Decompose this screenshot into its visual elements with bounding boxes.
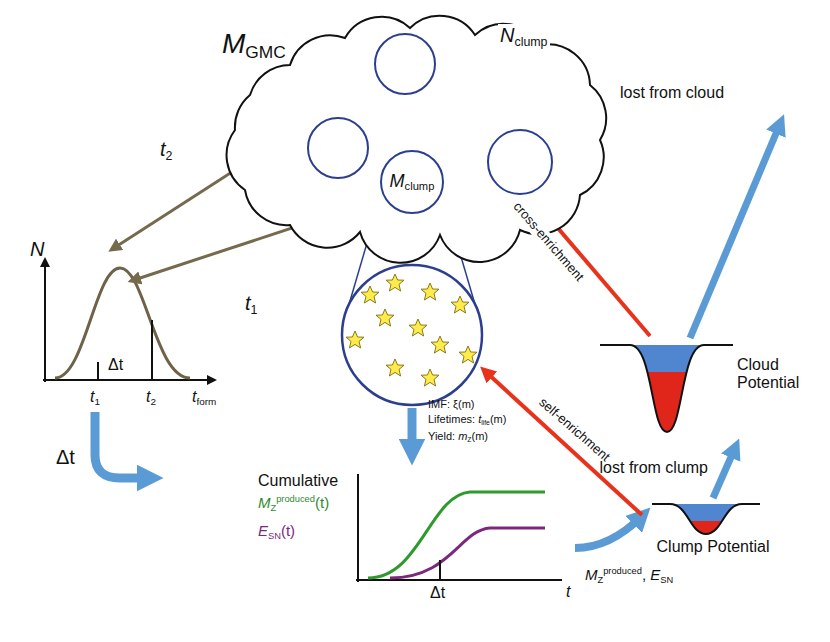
- tick-label: t1: [90, 388, 100, 407]
- text-segment: ,: [642, 566, 650, 583]
- input-note: Lifetimes: tlife(m): [428, 413, 506, 427]
- text-segment: (m): [472, 430, 489, 442]
- text-segment: t: [478, 413, 481, 425]
- loss-arrow: [713, 448, 735, 498]
- curve-label: MZproduced(t): [258, 494, 329, 513]
- text-segment: form: [196, 396, 216, 407]
- text-segment: 2: [166, 149, 173, 163]
- text-segment: M: [390, 171, 405, 191]
- giant-molecular-cloud: MGMCMclump: [225, 22, 610, 240]
- arrow-label: t1: [245, 292, 257, 317]
- text-segment: M: [222, 28, 245, 59]
- tick-label: t2: [146, 388, 156, 407]
- tick-label: Δt: [430, 584, 445, 602]
- stars: [346, 274, 477, 386]
- text-segment: clump: [514, 35, 547, 49]
- text-segment: N: [30, 238, 44, 260]
- input-note: Yield: mZ(m): [428, 430, 488, 444]
- text-segment: produced: [603, 566, 642, 576]
- text-segment: t: [160, 138, 166, 160]
- potential-label: Clump Potential: [648, 538, 778, 556]
- text-segment: E: [258, 522, 268, 539]
- cloud-potential: Cloud Potential: [595, 338, 820, 438]
- text-segment: Z: [271, 503, 277, 513]
- text-segment: produced: [276, 494, 315, 504]
- text-segment: Yield:: [428, 430, 458, 442]
- text-segment: N: [500, 24, 514, 46]
- clump-circle: Mclump: [380, 150, 444, 214]
- text-segment: SN: [660, 575, 673, 585]
- axis-label: t: [566, 583, 570, 601]
- axis-label: tform: [192, 388, 216, 407]
- text-segment: GMC: [245, 42, 286, 62]
- clump-potential: Clump Potential: [648, 498, 778, 562]
- stellar-evolution-arrow: [408, 408, 417, 452]
- pointer-label: Nclump: [498, 24, 550, 49]
- text-segment: (t): [315, 494, 329, 511]
- feedback-arrow: [575, 516, 642, 548]
- interval-label: Δt: [108, 356, 123, 374]
- text-segment: Z: [598, 575, 604, 585]
- text-segment: t: [192, 388, 196, 405]
- text-segment: 2: [150, 396, 156, 407]
- text-segment: Z: [467, 436, 471, 443]
- text-segment: t: [245, 292, 251, 314]
- text-segment: SN: [268, 531, 281, 541]
- text-segment: clump: [405, 180, 435, 192]
- text-segment: M: [585, 566, 598, 583]
- text-segment: M: [258, 494, 271, 511]
- text-segment: (t): [281, 522, 295, 539]
- text-segment: 1: [94, 396, 100, 407]
- zoomed-clump: [342, 265, 482, 405]
- potential-label: Cloud Potential: [737, 356, 817, 393]
- text-segment: life: [481, 419, 490, 426]
- text-segment: m: [458, 430, 467, 442]
- lost-from-cloud-arrow: [690, 124, 780, 338]
- axis-label: N: [30, 238, 44, 261]
- plot-title: Cumulative: [258, 472, 338, 490]
- self-enrichment-arrow: [486, 372, 642, 515]
- input-note: IMF: ξ(m): [428, 398, 474, 411]
- time-step-arrow: [95, 412, 150, 478]
- curve-label: ESN(t): [258, 522, 295, 541]
- text-segment: E: [650, 566, 660, 583]
- text-segment: 1: [251, 303, 258, 317]
- formation-time-plot: [43, 262, 212, 382]
- text-segment: t: [566, 583, 570, 600]
- text-segment: t: [146, 388, 150, 405]
- arrow-label: t2: [160, 138, 172, 163]
- arrow-label: lost from cloud: [620, 84, 724, 102]
- text-segment: Lifetimes:: [428, 413, 478, 425]
- arrow-label: MZproduced, ESN: [585, 566, 673, 585]
- arrow-label: Δt: [56, 446, 75, 469]
- clump-mass-label: Mclump: [390, 171, 435, 193]
- edge-label: lost from clump: [600, 459, 708, 477]
- text-segment: (m): [490, 413, 507, 425]
- text-segment: t: [90, 388, 94, 405]
- cloud-mass-label: MGMC: [222, 28, 286, 63]
- cumulative-plot: [356, 474, 562, 582]
